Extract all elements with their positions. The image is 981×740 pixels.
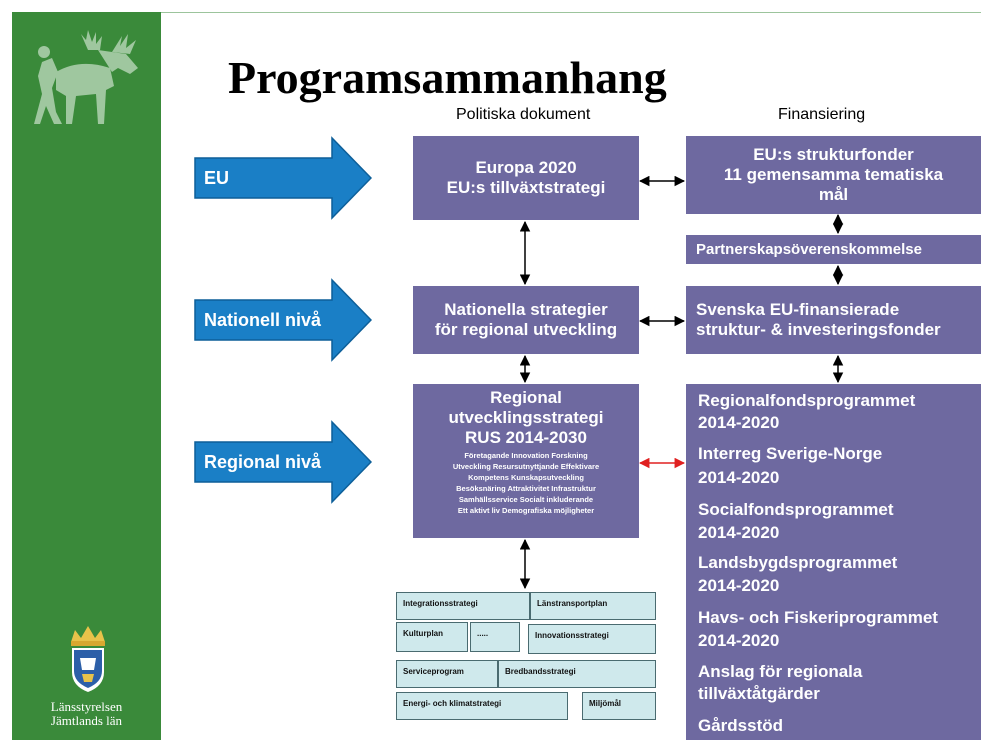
rus-keywords-1: Företagande Innovation Forskning — [464, 451, 588, 460]
arrow-right-icon — [194, 136, 372, 220]
level-arrow-regional: Regional nivå — [194, 420, 372, 504]
programme-landsbygd-period: 2014-2020 — [698, 576, 780, 595]
organization-name: Länsstyrelsen Jämtlands län — [12, 700, 161, 728]
strategy-box-energi-klimat: Energi- och klimatstrategi — [396, 692, 568, 720]
rus-keywords-4: Besöksnäring Attraktivitet Infrastruktur — [456, 484, 596, 493]
partnership-label: Partnerskapsöverenskommelse — [696, 240, 922, 258]
programme-socialfond: Socialfondsprogrammet — [698, 500, 894, 519]
strategy-box-service: Serviceprogram — [396, 660, 498, 688]
level-label-national: Nationell nivå — [204, 309, 322, 330]
swedish-funds-line-2: struktur- & investeringsfonder — [696, 320, 941, 339]
rus-keywords-6: Ett aktivt liv Demografiska möjligheter — [457, 506, 595, 515]
programme-landsbygd: Landsbygdsprogrammet — [698, 553, 898, 572]
strategy-box-integration: Integrationsstrategi — [396, 592, 530, 620]
structural-funds-line-1: EU:s strukturfonder — [753, 145, 914, 164]
column-header-policy: Politiska dokument — [456, 106, 591, 123]
programme-anslag-line-2: tillväxtåtgärder — [698, 684, 820, 703]
strategy-box-miljomal: Miljömål — [582, 692, 656, 720]
slide-title: Programsammanhang — [228, 52, 667, 103]
sidebar: Länsstyrelsen Jämtlands län — [12, 12, 161, 740]
strategy-box-innovation: Innovationsstrategi — [528, 624, 656, 654]
rus-keywords-2: Utveckling Resursutnyttjande Effektivare — [452, 462, 600, 471]
policy-regional-line-3: RUS 2014-2030 — [465, 428, 587, 447]
policy-box-eu: Europa 2020 EU:s tillväxtstrategi — [413, 136, 639, 220]
policy-box-national: Nationella strategier för regional utvec… — [413, 286, 639, 354]
policy-regional-line-1: Regional — [490, 388, 562, 407]
programme-havs-fiskeri-period: 2014-2020 — [698, 631, 780, 650]
policy-eu-line-2: EU:s tillväxtstrategi — [446, 178, 606, 197]
level-label-regional: Regional nivå — [204, 451, 322, 472]
funding-box-programmes: Regionalfondsprogrammet 2014-2020 Interr… — [686, 384, 981, 740]
policy-regional-line-2: utvecklingsstrategi — [448, 408, 604, 427]
programme-gardsstod: Gårdsstöd — [698, 716, 784, 735]
programme-interreg: Interreg Sverige-Norge — [698, 444, 883, 463]
funding-box-swedish-funds: Svenska EU-finansierade struktur- & inve… — [686, 286, 981, 354]
rus-keywords-5: Samhällsservice Socialt inkluderande — [458, 495, 594, 504]
programme-anslag: Anslag för regionala — [698, 662, 863, 681]
moose-logo-icon — [34, 30, 138, 124]
structural-funds-line-3: mål — [818, 185, 849, 204]
strategy-box-bredband: Bredbandsstrategi — [498, 660, 656, 688]
swedish-funds-line-1: Svenska EU-finansierade — [696, 300, 900, 319]
arrow-right-icon — [194, 278, 372, 362]
column-header-funding: Finansiering — [778, 106, 866, 123]
level-arrow-national: Nationell nivå — [194, 278, 372, 362]
level-label-eu: EU — [204, 167, 230, 188]
structural-funds-line-2: 11 gemensamma tematiska — [723, 165, 944, 184]
county-crest-icon — [71, 626, 105, 692]
strategy-box-kulturplan: Kulturplan — [396, 622, 468, 652]
programme-socialfond-period: 2014-2020 — [698, 523, 780, 542]
programme-havs-fiskeri: Havs- och Fiskeriprogrammet — [698, 608, 938, 627]
programme-regionalfond-period: 2014-2020 — [698, 413, 780, 432]
rus-keywords-3: Kompetens Kunskapsutveckling — [468, 473, 584, 482]
organization-line-1: Länsstyrelsen — [50, 699, 123, 714]
policy-eu-line-1: Europa 2020 — [475, 158, 577, 177]
arrow-right-icon — [194, 420, 372, 504]
policy-box-regional: Regional utvecklingsstrategi RUS 2014-20… — [413, 384, 639, 538]
funding-box-structural-funds: EU:s strukturfonder 11 gemensamma temati… — [686, 136, 981, 214]
programme-interreg-period: 2014-2020 — [698, 468, 780, 487]
top-rule — [160, 12, 981, 13]
strategy-box-more: ..... — [470, 622, 520, 652]
strategy-box-lanstransportplan: Länstransportplan — [530, 592, 656, 620]
programme-regionalfond: Regionalfondsprogrammet — [698, 391, 916, 410]
policy-national-line-1: Nationella strategier — [444, 300, 608, 319]
policy-national-line-2: för regional utveckling — [434, 320, 618, 339]
funding-box-partnership: Partnerskapsöverenskommelse — [686, 235, 981, 264]
organization-line-2: Jämtlands län — [50, 713, 123, 728]
level-arrow-eu: EU — [194, 136, 372, 220]
